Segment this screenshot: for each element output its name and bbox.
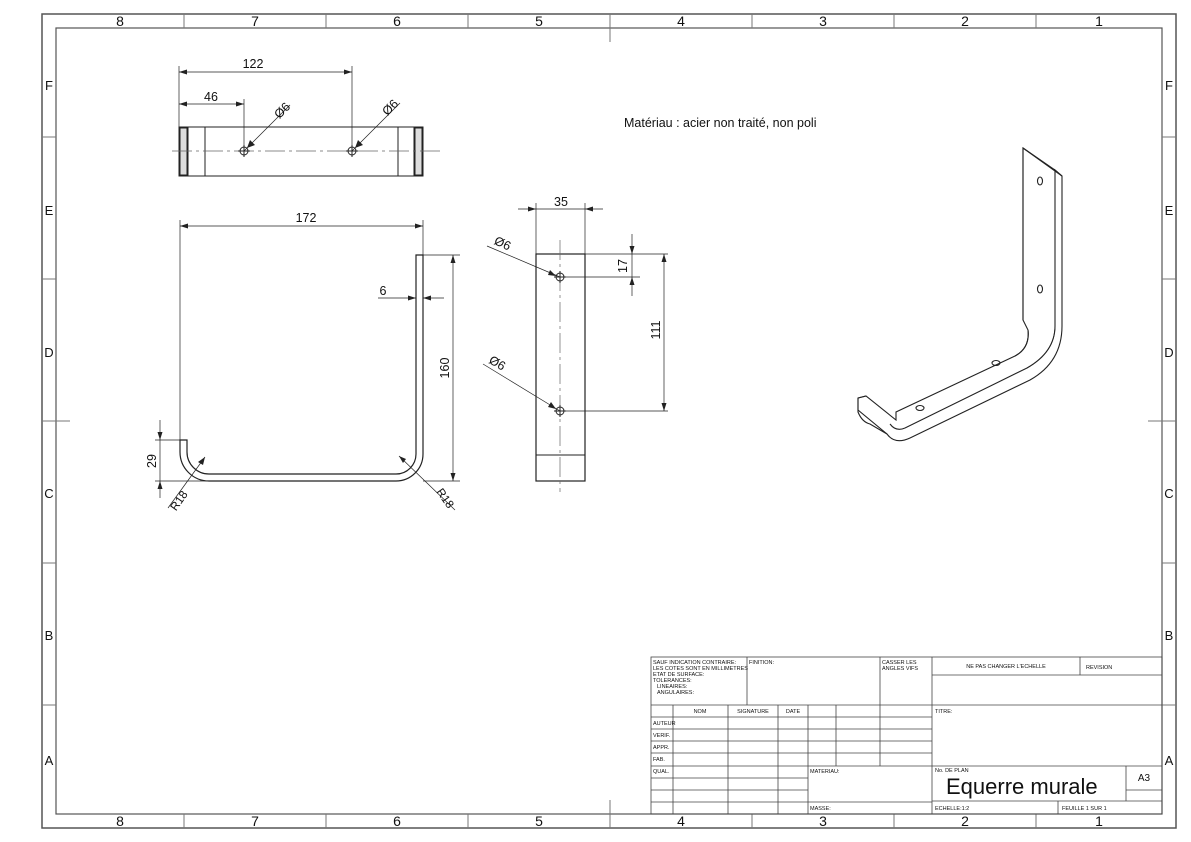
dim-first-hole: 46	[204, 90, 218, 104]
top-view	[172, 66, 440, 177]
row-label: C	[44, 486, 53, 501]
role-label: AUTEUR	[653, 721, 676, 727]
no-plan-label: No. DE PLAN	[935, 768, 969, 774]
row-labels-right: F E D C B A	[1164, 78, 1173, 768]
title-block	[650, 656, 1163, 815]
dim-thickness: 6	[380, 284, 387, 298]
drawing-title: Equerre murale	[946, 774, 1098, 799]
materiau-label: MATERIAU:	[810, 769, 840, 775]
titre-label: TITRE:	[935, 709, 953, 715]
column-label: 4	[677, 13, 685, 29]
col-header: NOM	[694, 709, 707, 715]
column-labels-bottom: 8 7 6 5 4 3 2 1	[116, 813, 1103, 829]
column-label: 7	[251, 13, 259, 29]
casser-label: CASSER LES	[882, 660, 917, 666]
dim-hole-diameter: Ø6	[487, 353, 508, 373]
dim-hole-diameter: Ø6	[492, 234, 513, 254]
general-note-line: LINEAIRES:	[657, 684, 688, 690]
revision-label: REVISION	[1086, 665, 1112, 671]
finition-label: FINITION:	[749, 660, 775, 666]
row-label: D	[1164, 345, 1173, 360]
column-label: 3	[819, 13, 827, 29]
row-label: F	[45, 78, 53, 93]
dim-overall-length: 122	[243, 57, 264, 71]
row-labels-left: F E D C B A	[44, 78, 53, 768]
role-label: QUAL.	[653, 769, 670, 775]
sheet-format: A3	[1138, 773, 1151, 784]
role-label: APPR.	[653, 745, 670, 751]
column-label: 3	[819, 813, 827, 829]
scale-label: ECHELLE:1:2	[935, 806, 969, 812]
row-label: E	[1165, 203, 1174, 218]
role-label: FAB.	[653, 757, 665, 763]
role-label: VERIF.	[653, 733, 671, 739]
row-label: D	[44, 345, 53, 360]
column-label: 4	[677, 813, 685, 829]
dim-hole-offset: 17	[616, 259, 630, 273]
front-view	[155, 220, 460, 511]
row-label: F	[1165, 78, 1173, 93]
column-label: 5	[535, 13, 543, 29]
column-label: 7	[251, 813, 259, 829]
dim-hole-spacing: 111	[649, 320, 663, 339]
general-note-line: SAUF INDICATION CONTRAIRE:	[653, 660, 736, 666]
column-label: 1	[1095, 813, 1103, 829]
dim-hole-diameter: Ø6	[380, 97, 402, 119]
no-scale-label: NE PAS CHANGER L'ECHELLE	[966, 664, 1046, 670]
dim-lip: 29	[145, 454, 159, 468]
casser-label: ANGLES VIFS	[882, 666, 918, 672]
general-note-line: TOLERANCES:	[653, 678, 692, 684]
column-label: 2	[961, 813, 969, 829]
column-label: 6	[393, 13, 401, 29]
isometric-view	[857, 146, 1063, 442]
general-note-line: LES COTES SONT EN MILLIMETRES	[653, 666, 748, 672]
dim-width: 172	[296, 211, 317, 225]
zone-ticks	[42, 14, 1176, 828]
column-label: 6	[393, 813, 401, 829]
material-note: Matériau : acier non traité, non poli	[624, 116, 816, 130]
sheet-frame	[41, 13, 1177, 829]
col-header: DATE	[786, 709, 801, 715]
column-label: 5	[535, 813, 543, 829]
dim-side-width: 35	[554, 195, 568, 209]
sheet-number: FEUILLE 1 SUR 1	[1062, 806, 1107, 812]
row-label: A	[1165, 753, 1174, 768]
side-view	[482, 203, 668, 492]
dim-radius: R18	[169, 489, 191, 513]
row-label: C	[1164, 486, 1173, 501]
column-label: 8	[116, 13, 124, 29]
column-label: 2	[961, 13, 969, 29]
title-block-text: SAUF INDICATION CONTRAIRE: LES COTES SON…	[653, 660, 1151, 812]
col-header: SIGNATURE	[737, 709, 769, 715]
general-note-line: ETAT DE SURFACE:	[653, 672, 705, 678]
masse-label: MASSE:	[810, 806, 831, 812]
row-label: A	[45, 753, 54, 768]
row-label: B	[1165, 628, 1174, 643]
row-label: E	[45, 203, 54, 218]
column-labels-top: 8 7 6 5 4 3 2 1	[116, 13, 1103, 29]
column-label: 1	[1095, 13, 1103, 29]
column-label: 8	[116, 813, 124, 829]
general-note-line: ANGULAIRES:	[657, 690, 694, 696]
dim-hole-diameter: Ø6	[272, 100, 294, 122]
row-label: B	[45, 628, 54, 643]
dim-height: 160	[438, 358, 452, 379]
